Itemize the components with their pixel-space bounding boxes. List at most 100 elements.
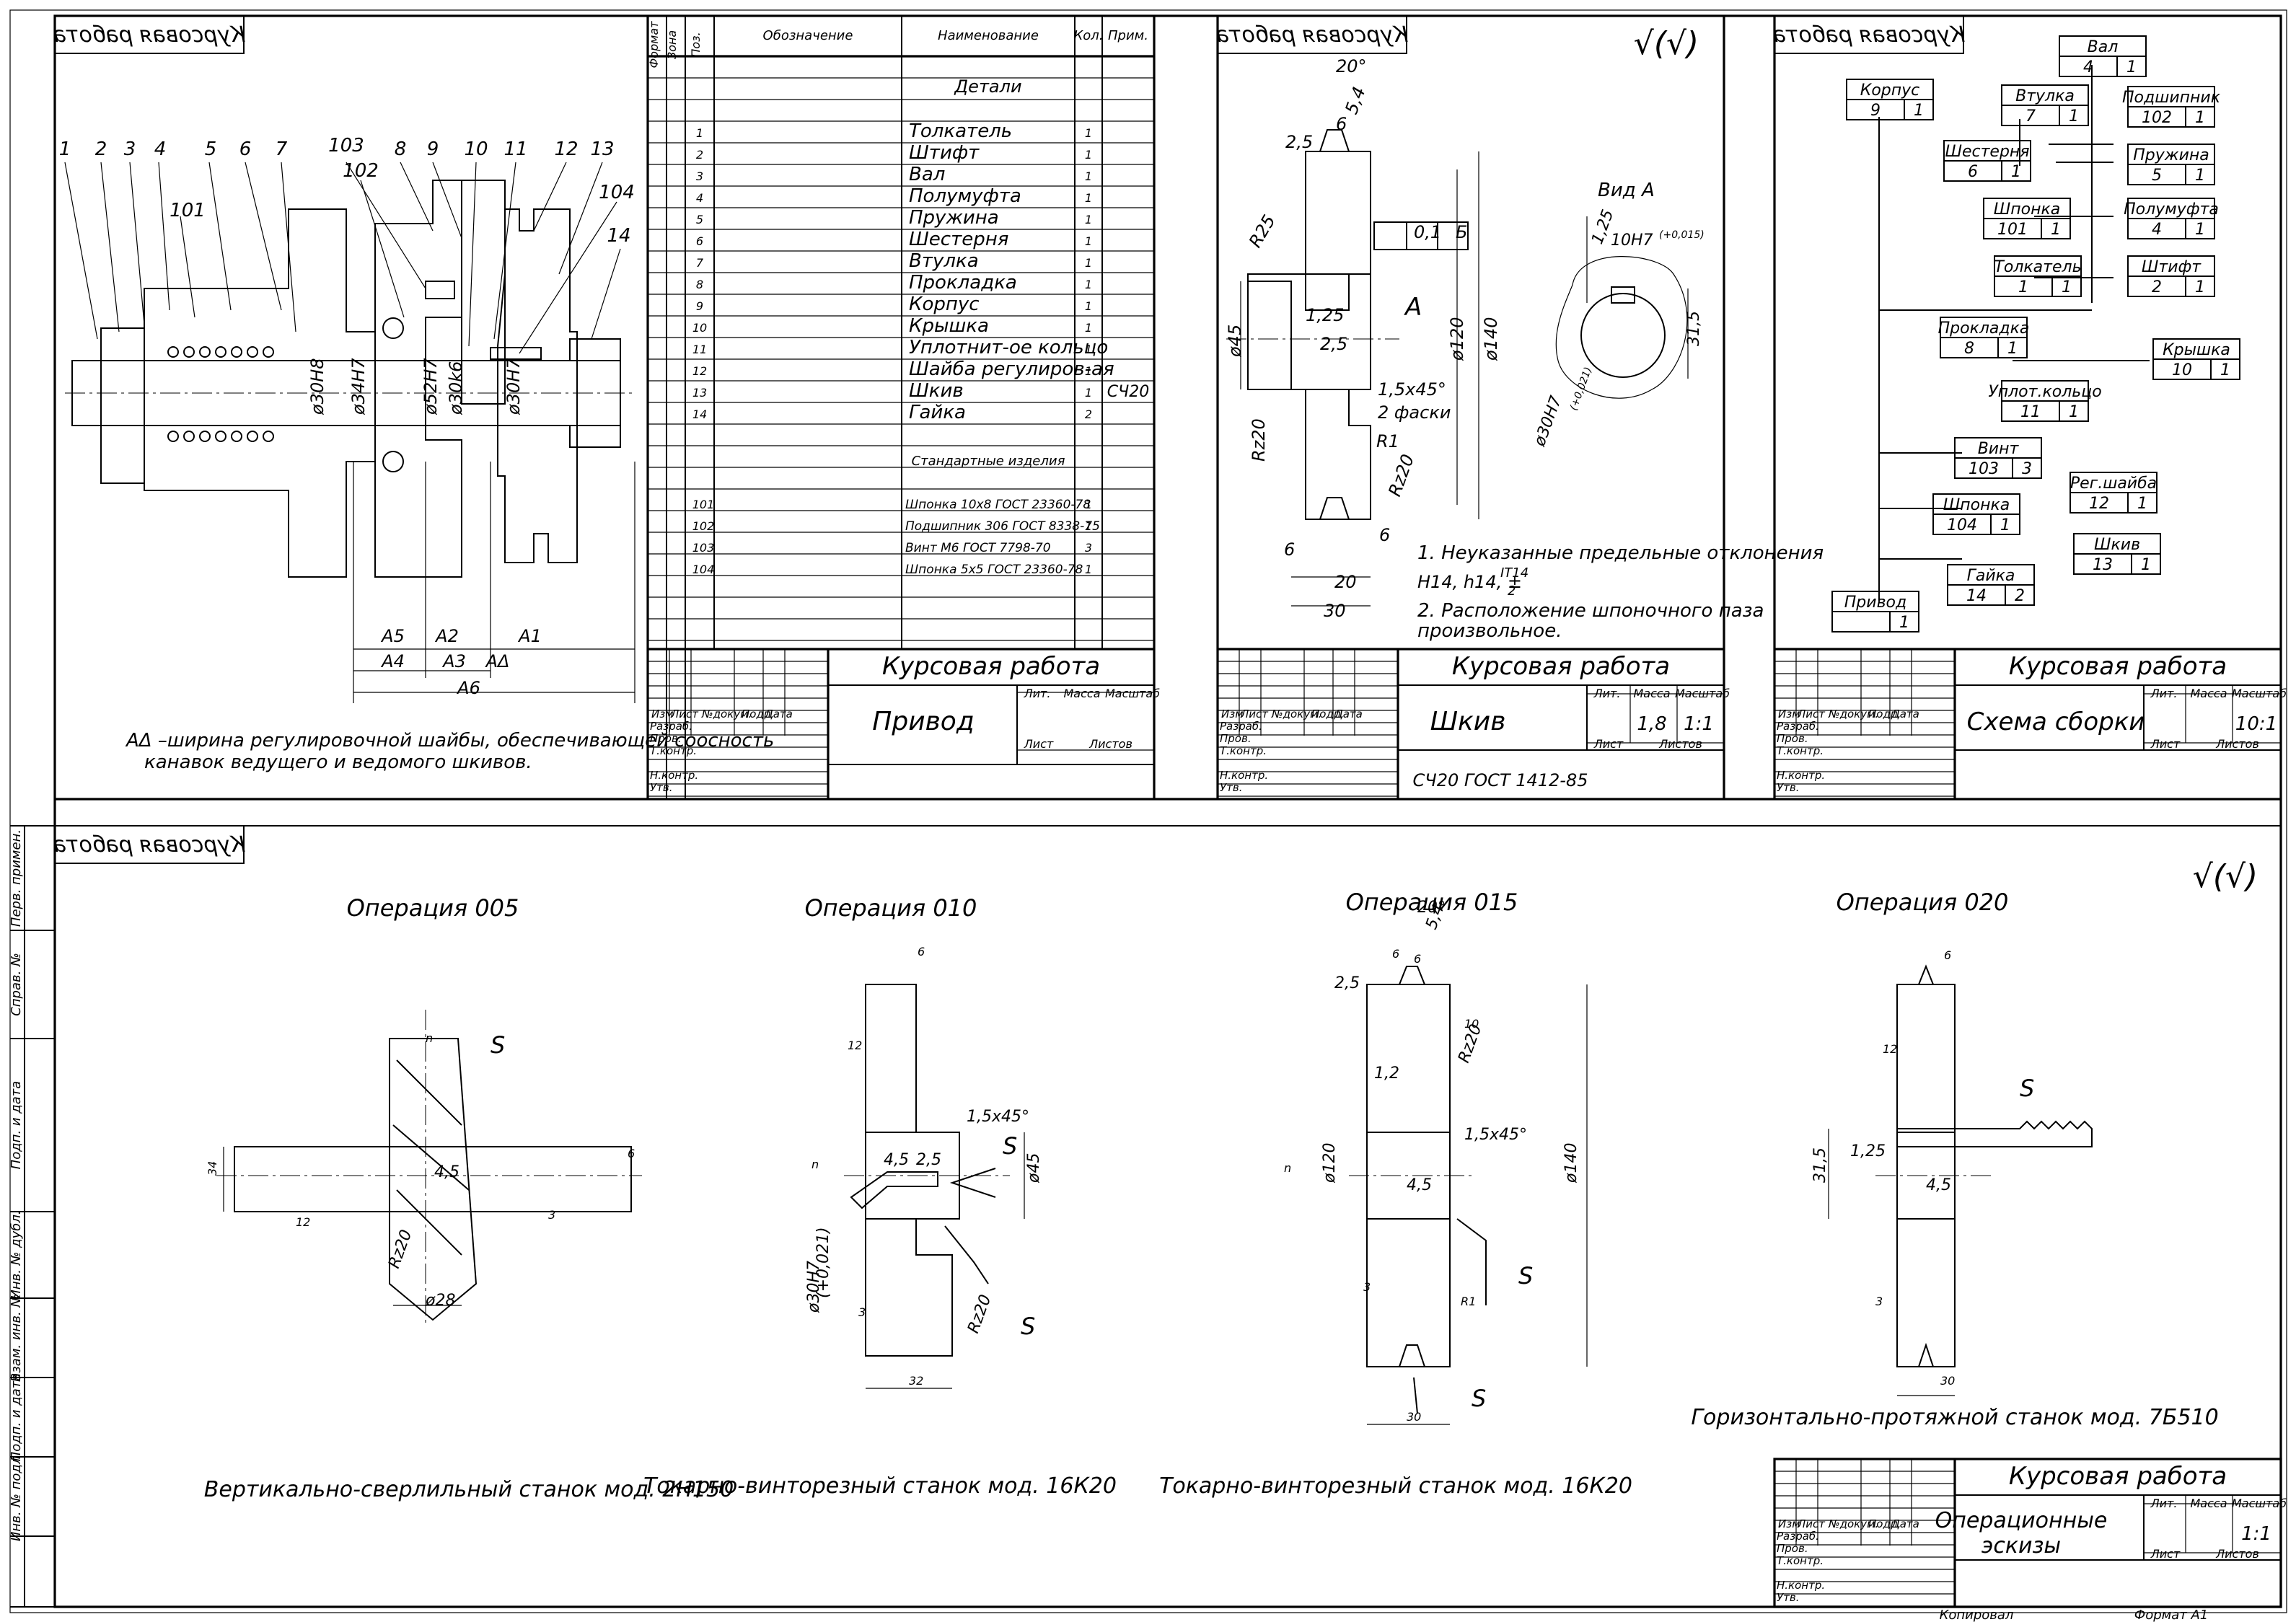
op-dimension: S: [1021, 1313, 1035, 1340]
scheme-box-bottom: [2073, 553, 2161, 575]
spec-qty: 1: [1085, 343, 1092, 356]
pulley-dimension: R1: [1376, 431, 1399, 451]
view-dimension: ø30H7: [1531, 394, 1565, 449]
pulley-dimension: 6: [1284, 539, 1295, 560]
scheme-box-bottom: [1994, 276, 2082, 297]
pulley-dimension: A: [1404, 293, 1422, 322]
tb-row-head: Утв.: [1777, 781, 1800, 794]
tb-col-head: Лист: [1797, 1517, 1826, 1530]
scheme-box-bottom: [1846, 99, 1934, 120]
op-dimension: 1,5х45°: [1464, 1126, 1527, 1144]
tb-row-head: Пров.: [1220, 732, 1252, 745]
tb-row-head: Разраб.: [1777, 1530, 1819, 1543]
callout-number: 103: [328, 135, 364, 157]
assembly-scheme: [1831, 35, 2240, 633]
tb-col-head: Лист: [1797, 708, 1826, 720]
op-dimension: 32: [909, 1374, 923, 1388]
op-dimension: Rz20: [1455, 1022, 1485, 1065]
callout-number: 4: [154, 138, 167, 160]
tb-col-head: Лист: [1240, 708, 1269, 720]
scheme-node-name: Шпонка: [1943, 496, 2010, 514]
scheme-node-number: 10: [2172, 361, 2192, 379]
tb-row-head: Т.контр.: [1777, 1554, 1824, 1567]
op-dimension: 30: [1407, 1410, 1421, 1424]
spec-qty: 1: [1085, 256, 1092, 270]
tb-row-head: Т.контр.: [1220, 744, 1267, 757]
spec-qty: 1: [1085, 278, 1092, 291]
tb-row-head: Разраб.: [650, 720, 692, 733]
chain-dimension: AΔ: [485, 651, 510, 671]
op020-sketch: [1828, 964, 2093, 1396]
callout-number: 7: [276, 138, 288, 160]
scheme-node-name: Штифт: [2142, 258, 2202, 276]
scheme-box-bottom: [2070, 492, 2158, 514]
pulley-dimension: ø120: [1447, 317, 1467, 362]
spec-section-title: Детали: [954, 76, 1021, 97]
callout-number: 11: [503, 138, 527, 160]
scheme-node-name: Подшипник: [2122, 89, 2221, 107]
tb-lit: Лит.: [2150, 1497, 2178, 1510]
pulley-note: 2: [1508, 583, 1516, 599]
spec-name: Втулка: [909, 250, 979, 272]
scheme-node-number: 13: [2093, 556, 2113, 574]
pulley-dimension: Rz20: [1384, 451, 1418, 499]
pulley-dimension: 1,25: [1306, 305, 1344, 325]
scheme-node-name: Шкив: [2094, 536, 2140, 554]
tb-col-head: Дата: [1891, 1517, 1919, 1530]
op-dimension: S: [1003, 1132, 1017, 1160]
scheme-node-number: 7: [2026, 107, 2036, 125]
scheme-node-number: 14: [1966, 587, 1987, 605]
title-name: Схема сборки: [1967, 708, 2145, 736]
tb-scale: Масштаб: [1105, 687, 1160, 700]
scheme-node-qty: 1: [2007, 340, 2018, 358]
spec-name: Крышка: [909, 315, 989, 337]
tb-lit: Лит.: [1593, 687, 1621, 700]
op-dimension: ø30H7: [805, 1261, 823, 1313]
tb-scale: Масштаб: [1675, 687, 1730, 700]
spec-qty: 1: [1085, 191, 1092, 205]
spec-header: Обозначение: [763, 28, 853, 43]
tb-sheet: Лист: [2150, 1547, 2181, 1561]
scheme-box-bottom: [1940, 337, 2028, 358]
scheme-node-name: Рег.шайба: [2070, 475, 2157, 493]
op-dimension: 12: [296, 1215, 310, 1229]
tb-row-head: Утв.: [1777, 1591, 1800, 1604]
spec-qty: 1: [1085, 234, 1092, 248]
side-stamp-label: Взам. инв. №: [9, 1294, 24, 1382]
scheme-node-name: Привод: [1844, 594, 1906, 612]
scheme-node-name: Гайка: [1967, 567, 2015, 585]
tb-col-head: Подп.: [1868, 708, 1901, 720]
mass-value: 1,8: [1637, 713, 1666, 735]
tb-col-head: №докум.: [1271, 708, 1321, 720]
scheme-box-bottom: [2001, 105, 2089, 126]
scheme-node-qty: 1: [2195, 221, 2205, 239]
side-stamp-label: Подп. и дата: [9, 1081, 24, 1170]
op-dimension: 10: [1464, 1017, 1479, 1031]
operation-title: Операция 005: [347, 894, 519, 922]
pulley-dimension: R25: [1245, 211, 1280, 251]
view-dimension: 31,5: [1685, 311, 1703, 346]
spec-qty: 1: [1085, 299, 1092, 313]
callout-number: 12: [554, 138, 578, 160]
pulley-note: 1. Неуказанные предельные отклонения: [1417, 542, 1824, 564]
op-dimension: ø45: [1025, 1153, 1043, 1184]
scheme-node-name: Пружина: [2133, 146, 2209, 164]
spec-qty: 1: [1085, 126, 1092, 140]
ops-title-block: [1773, 1458, 2282, 1608]
callout-number: 8: [395, 138, 407, 160]
scale-value: 10:1: [2235, 713, 2277, 735]
chain-dimension: A2: [434, 626, 459, 646]
mirrored-stamp-label: Курсовая работа: [1773, 22, 1966, 48]
operation-machine: Токарно-винторезный станок мод. 16К20: [1159, 1473, 1632, 1499]
tb-row-head: Н.контр.: [1777, 769, 1825, 782]
scheme-node-number: 104: [1947, 516, 1977, 534]
scheme-node-number: 12: [2089, 495, 2109, 513]
spec-name: Шестерня: [909, 229, 1008, 250]
spec-pos: 5: [696, 213, 703, 226]
spec-qty: 2: [1085, 407, 1092, 421]
scheme-box-bottom: [1954, 457, 2042, 479]
scheme-node-name: Вал: [2088, 38, 2119, 56]
pulley-dimension: Б: [1456, 222, 1467, 242]
spec-pos: 10: [692, 321, 707, 335]
tb-mass: Масса: [1633, 687, 1670, 700]
